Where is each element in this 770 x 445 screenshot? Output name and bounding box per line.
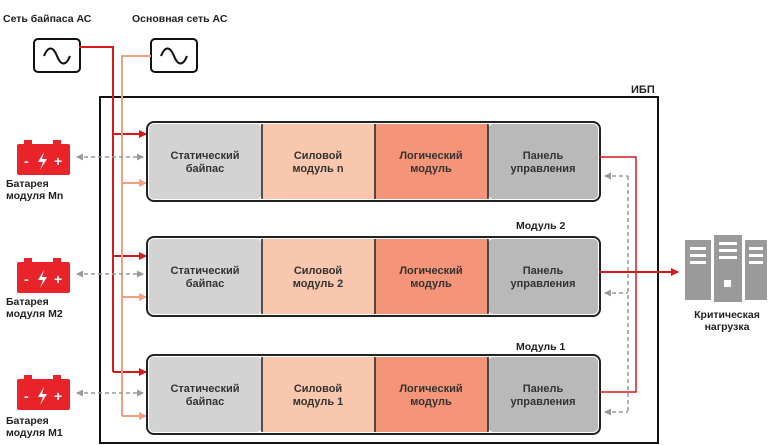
battery-icon: - + [17,375,70,410]
module-1: Статический байпас Силовой модуль 1 Логи… [146,354,601,435]
output-lines [599,156,679,393]
battery-label: Батарея [6,296,49,308]
bypass-source-label: Сеть байпаса АС [3,13,92,25]
static-bypass-label: байпас [186,278,225,290]
battery-minus-sign: - [24,271,29,287]
main-source-label: Основная сеть АС [132,13,228,25]
power-module-label: Силовой [294,383,342,395]
static-bypass-label: байпас [186,396,225,408]
control-panel-label: управления [510,278,575,290]
static-bypass-label: Статический [170,150,239,162]
logic-module-label: модуль [410,163,452,175]
ac-source-icon [150,38,198,73]
critical-load-label: Критическая [694,309,760,321]
battery-label: Батарея [6,415,49,427]
power-module-label: модуль n [292,163,343,175]
bypass-feed-lines [79,46,147,376]
control-panel-block [488,124,598,199]
static-bypass-block [149,357,262,432]
logic-module-block [375,124,488,199]
power-module-label: модуль 2 [293,278,344,290]
control-panel-label: Панель [523,265,564,277]
battery-plus-sign: + [54,153,62,169]
battery-minus-sign: - [24,153,29,169]
battery-minus-sign: - [24,388,29,404]
power-module-label: модуль 1 [293,396,344,408]
control-panel-label: управления [510,163,575,175]
logic-module-label: модуль [410,278,452,290]
logic-module-label: Логический [399,150,462,162]
module-2: Статический байпас Силовой модуль 2 Логи… [146,236,601,317]
battery-label: модуля Mn [6,190,63,202]
battery-label: модуля M2 [6,308,63,320]
ups-label: ИБП [631,84,655,96]
battery-label: Батарея [6,178,49,190]
power-module-label: Силовой [294,265,342,277]
battery-plus-sign: + [54,388,62,404]
module-n: Статический байпас Силовой модуль n Логи… [146,121,601,202]
power-module-label: Силовой [294,150,342,162]
power-module-block [262,357,375,432]
static-bypass-block [149,124,262,199]
battery-links [76,153,144,397]
logic-module-block [375,357,488,432]
logic-module-label: модуль [410,396,452,408]
main-feed-lines [121,55,151,420]
power-module-block [262,239,375,314]
static-bypass-block [149,239,262,314]
battery-icon: - + [17,258,70,293]
power-module-block [262,124,375,199]
control-panel-label: управления [510,396,575,408]
logic-module-label: Логический [399,265,462,277]
comm-links [604,172,629,416]
control-panel-label: Панель [523,383,564,395]
static-bypass-label: байпас [186,163,225,175]
module-2-label: Модуль 2 [516,220,566,232]
logic-module-label: Логический [399,383,462,395]
logic-module-block [375,239,488,314]
control-panel-label: Панель [523,150,564,162]
module-1-label: Модуль 1 [516,341,566,353]
battery-label: модуля M1 [6,427,63,439]
control-panel-block [488,357,598,432]
control-panel-block [488,239,598,314]
critical-load-label: нагрузка [705,321,750,333]
battery-plus-sign: + [54,271,62,287]
static-bypass-label: Статический [170,265,239,277]
battery-icon: - + [17,140,70,175]
server-icon [685,235,767,302]
ac-source-icon [33,38,81,73]
static-bypass-label: Статический [170,383,239,395]
